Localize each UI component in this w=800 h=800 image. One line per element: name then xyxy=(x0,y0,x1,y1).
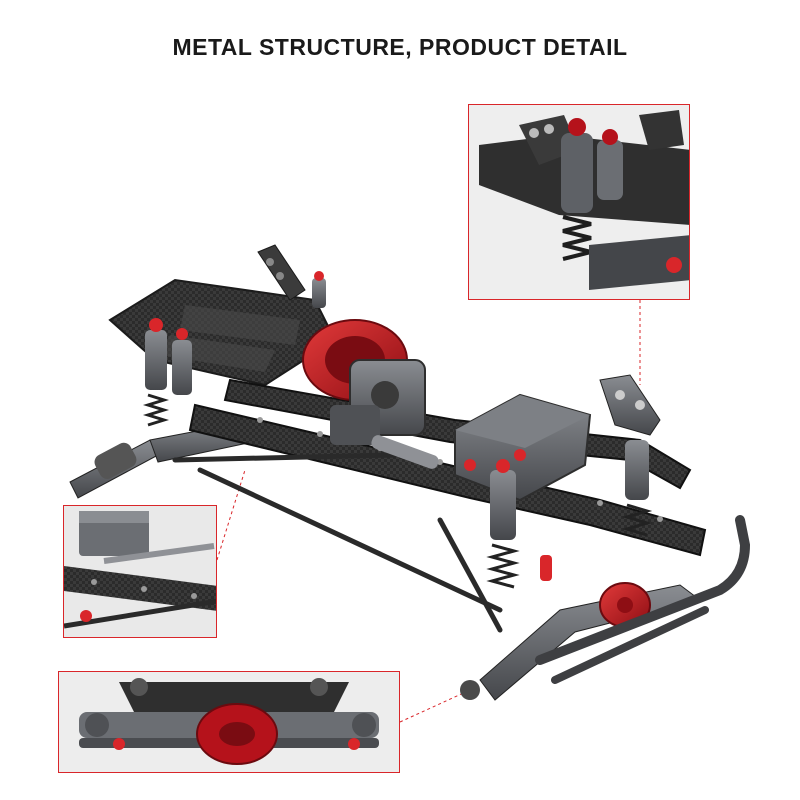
front-bumper xyxy=(535,515,751,665)
inset-axle-detail xyxy=(58,671,400,773)
front-shock-left xyxy=(486,459,520,589)
rear-shock-right xyxy=(172,271,326,395)
callout-lines xyxy=(216,300,641,723)
esc-box xyxy=(454,393,592,502)
front-shock-right xyxy=(621,440,653,537)
inset-rail-detail xyxy=(63,505,217,638)
transmission xyxy=(302,319,439,469)
page-title: METAL STRUCTURE, PRODUCT DETAIL xyxy=(172,34,628,60)
inset-shock-detail xyxy=(468,104,690,300)
rear-shock-left xyxy=(142,318,170,427)
